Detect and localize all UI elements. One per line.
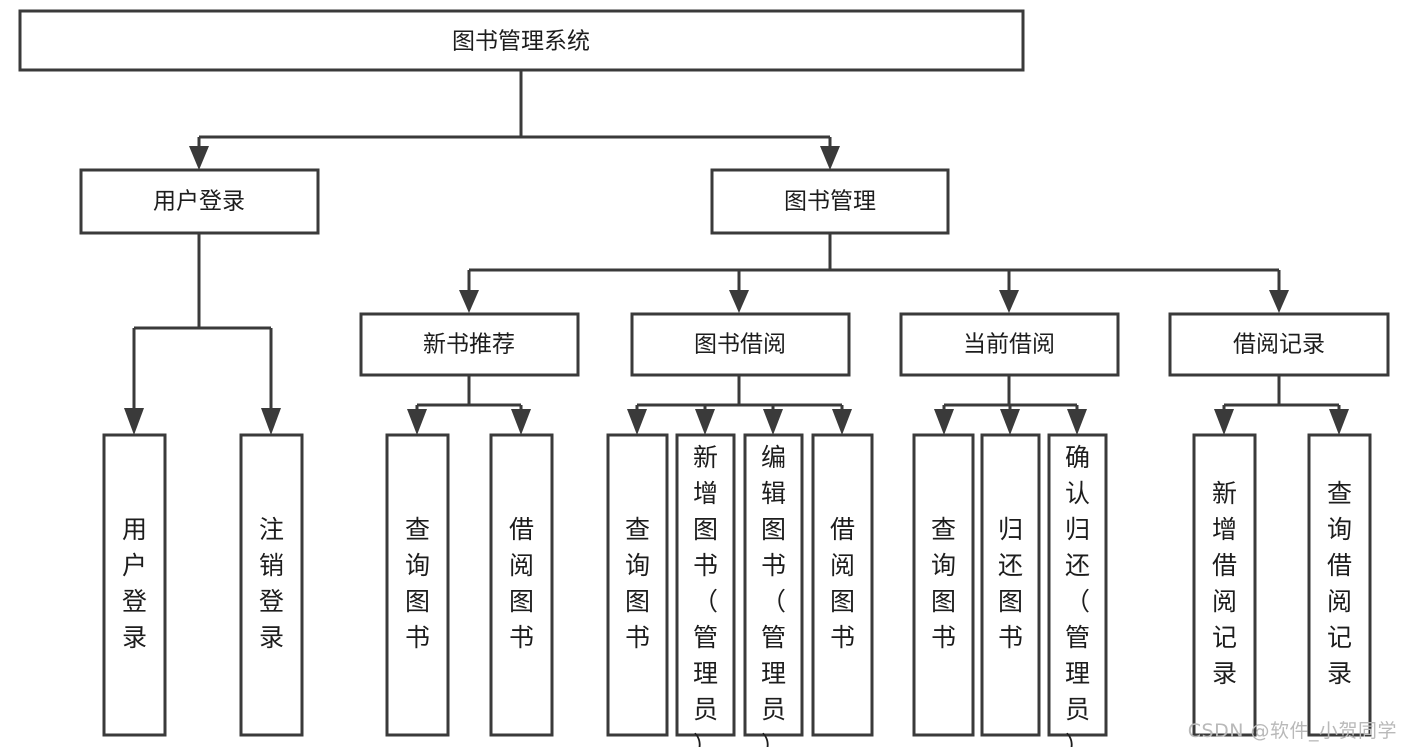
arrow-head-leaf-user-login [124,408,144,435]
leaf-layer [102,433,1372,737]
leaf-add-record-box[interactable] [1192,433,1257,737]
leaf-query-record-label: 查询借阅记录 [1327,479,1352,688]
leaf-query-book-1-label: 查询图书 [405,515,430,652]
arrow-head-leaf-add-record [1214,409,1234,435]
borrow-record-box[interactable] [1168,312,1390,377]
arrow-head-leaf-return-book [1000,409,1020,435]
leaf-label-layer: 用户登录 注销登录 查询图书 借阅图书 查询图书 新增图书（管理员） 编辑图书（管理员） 借阅… [122,443,1352,747]
leaf-query-book-3-box[interactable] [912,433,975,737]
arrow-head-leaf-borrow-book-2 [832,409,852,435]
arrow-head-leaf-edit-book [763,409,783,435]
root-box[interactable] [18,9,1025,72]
leaf-borrow-book-1-box[interactable] [489,433,554,737]
node-new-book-recommend[interactable]: 新书推荐 [359,312,580,377]
leaf-add-record-label: 新增借阅记录 [1212,479,1237,688]
arrow-head-leaf-query-record [1329,409,1349,435]
leaf-borrow-book-2-label: 借阅图书 [830,515,855,652]
arrow-head-leaf-confirm-return [1067,409,1087,435]
borrow-record-label: 借阅记录 [1233,332,1325,358]
leaf-return-book-box[interactable] [980,433,1041,737]
leaf-borrow-book-1-label: 借阅图书 [509,515,534,652]
leaf-user-login-label: 用户登录 [122,515,147,652]
leaf-query-book-2-box[interactable] [606,433,669,737]
leaf-user-login-box[interactable] [102,433,167,737]
leaf-confirm-return-box[interactable] [1047,433,1108,737]
leaf-edit-book-box[interactable] [743,433,804,737]
new-book-recommend-box[interactable] [359,312,580,377]
new-book-recommend-label: 新书推荐 [423,332,515,358]
user-login-box[interactable] [79,168,320,235]
arrow-head-leaf-query-book-3 [934,409,954,435]
arrow-head-leaf-logout [261,408,281,435]
node-book-borrow[interactable]: 图书借阅 [630,312,851,377]
root-label: 图书管理系统 [452,29,590,55]
leaf-logout-box[interactable] [239,433,304,737]
book-manage-label: 图书管理 [784,189,876,215]
leaf-add-book-box[interactable] [675,433,736,737]
leaf-query-book-2-label: 查询图书 [625,515,650,652]
arrow-head-leaf-add-book [695,409,715,435]
node-book-manage[interactable]: 图书管理 [710,168,950,235]
arrow-head-leaf-query-book-1 [407,409,427,435]
arrow-head-user-login [189,146,209,170]
node-borrow-record[interactable]: 借阅记录 [1168,312,1390,377]
arrow-head-current-borrow [999,290,1019,313]
node-user-login[interactable]: 用户登录 [79,168,320,235]
leaf-borrow-book-2-box[interactable] [811,433,874,737]
arrow-head-leaf-query-book-2 [627,409,647,435]
leaf-query-book-3-label: 查询图书 [931,515,956,652]
leaf-query-book-1-box[interactable] [385,433,450,737]
user-login-label: 用户登录 [153,189,245,215]
arrow-head-new-book-recommend [459,290,479,313]
leaf-query-record-box[interactable] [1307,433,1372,737]
node-current-borrow[interactable]: 当前借阅 [899,312,1120,377]
book-manage-box[interactable] [710,168,950,235]
book-borrow-label: 图书借阅 [694,332,786,358]
leaf-confirm-return-label: 确认归还（管理员） [1065,443,1090,747]
leaf-add-book-label: 新增图书（管理员） [693,443,718,747]
leaf-return-book-label: 归还图书 [998,515,1023,652]
arrow-head-leaf-borrow-book-1 [511,409,531,435]
connector-layer [124,70,1349,435]
book-borrow-box[interactable] [630,312,851,377]
current-borrow-box[interactable] [899,312,1120,377]
leaf-edit-book-label: 编辑图书（管理员） [761,443,786,747]
leaf-logout-label: 注销登录 [259,515,284,652]
current-borrow-label: 当前借阅 [963,332,1055,358]
arrow-head-book-borrow [729,290,749,313]
arrow-head-book-manage [820,146,840,170]
node-root[interactable]: 图书管理系统 [18,9,1025,72]
arrow-head-borrow-record [1269,290,1289,313]
